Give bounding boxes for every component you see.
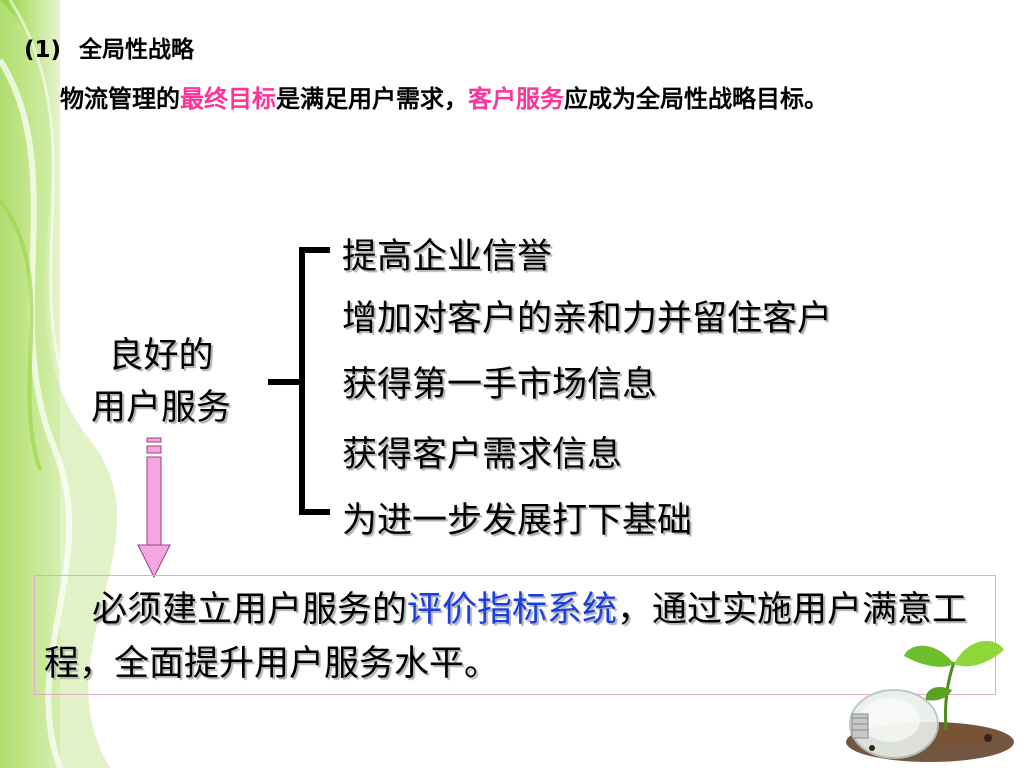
intro-highlight-goal: 最终目标 bbox=[180, 85, 276, 113]
intro-text-1: 物流管理的 bbox=[60, 85, 180, 113]
intro-text-3: 应成为全局性战略目标。 bbox=[564, 85, 828, 113]
green-swirl-decoration bbox=[0, 0, 118, 768]
benefit-item: 获得第一手市场信息 bbox=[342, 365, 658, 405]
intro-highlight-service: 客户服务 bbox=[468, 85, 564, 113]
label-line-2: 用户服务 bbox=[90, 388, 231, 428]
conclusion-text-2: ，通过实施用户满意工程，全面提升用户服务水平。 bbox=[44, 590, 968, 684]
benefit-item: 为进一步发展打下基础 bbox=[342, 501, 693, 541]
intro-paragraph: 物流管理的最终目标是满足用户需求，客户服务应成为全局性战略目标。 bbox=[24, 80, 994, 118]
section-number: (1) bbox=[24, 37, 62, 63]
conclusion-text-1: 必须建立用户服务的 bbox=[92, 590, 408, 630]
bracket-connector bbox=[268, 247, 330, 515]
benefit-item: 增加对客户的亲和力并留住客户 bbox=[342, 299, 833, 339]
good-user-service-label: 良好的 用户服务 bbox=[66, 330, 256, 434]
section-heading: (1) 全局性战略 bbox=[24, 30, 194, 64]
conclusion-box bbox=[34, 575, 996, 695]
intro-text-2: 是满足用户需求， bbox=[276, 85, 468, 113]
benefit-item: 获得客户需求信息 bbox=[342, 435, 623, 475]
conclusion-emphasis: 评价指标系统 bbox=[407, 590, 618, 630]
plant-bulb-illustration bbox=[846, 641, 1014, 762]
benefit-item: 提高企业信誉 bbox=[342, 237, 553, 277]
conclusion-text: 必须建立用户服务的评价指标系统，通过实施用户满意工程，全面提升用户服务水平。 bbox=[44, 583, 974, 691]
down-arrow-icon bbox=[137, 437, 171, 579]
section-title: 全局性战略 bbox=[79, 37, 195, 63]
label-line-1: 良好的 bbox=[108, 336, 214, 376]
